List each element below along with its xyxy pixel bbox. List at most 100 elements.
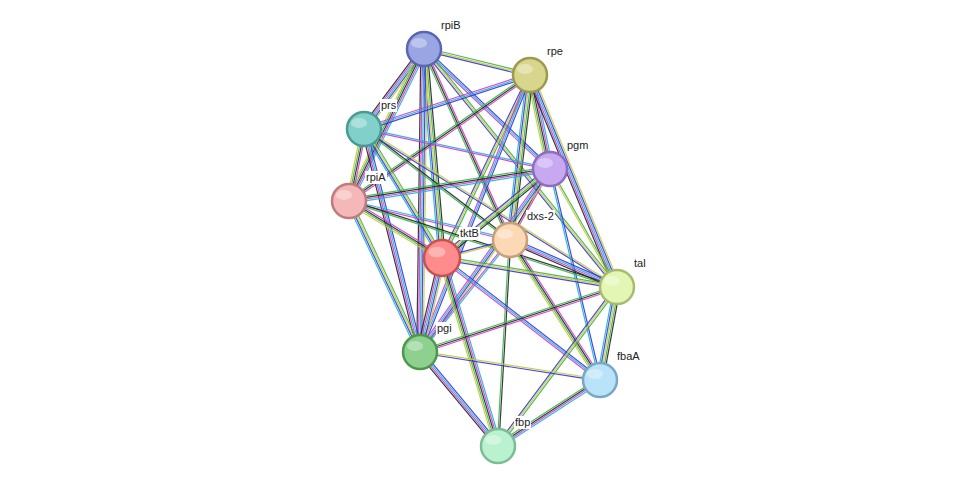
- node-highlight: [351, 118, 367, 128]
- evidence-channel: [439, 54, 514, 72]
- protein-node: rpiB: [406, 31, 442, 67]
- node-circle: [481, 429, 515, 463]
- evidence-channel: [459, 261, 601, 285]
- evidence-channel: [603, 303, 614, 365]
- node-label: pgm: [566, 139, 589, 152]
- node-circle-svg: [532, 151, 568, 187]
- evidence-channel: [425, 65, 440, 241]
- interaction-edge: [533, 89, 614, 274]
- node-label: fbp: [514, 416, 531, 429]
- node-label: tal: [633, 257, 647, 270]
- evidence-channel: [365, 171, 534, 198]
- evidence-channel: [440, 53, 515, 71]
- interaction-edge: [354, 214, 416, 338]
- evidence-channel: [364, 205, 602, 281]
- evidence-channel: [351, 145, 359, 186]
- evidence-channel: [459, 259, 601, 283]
- node-circle-svg: [492, 222, 528, 258]
- node-circle: [424, 240, 460, 276]
- interaction-edge: [433, 60, 608, 275]
- evidence-channel: [358, 214, 415, 336]
- node-highlight: [336, 190, 352, 200]
- evidence-channel: [426, 90, 524, 337]
- node-circle-svg: [423, 239, 461, 277]
- node-circle: [600, 270, 634, 304]
- evidence-channel: [519, 253, 592, 366]
- protein-node: pgm: [532, 151, 568, 187]
- node-highlight: [537, 158, 553, 168]
- interaction-edge: [428, 363, 489, 435]
- evidence-channel: [421, 274, 435, 336]
- evidence-channel: [431, 364, 489, 433]
- protein-node: fbp: [480, 428, 516, 464]
- node-circle: [332, 184, 366, 218]
- evidence-channel: [459, 262, 601, 286]
- protein-node: fbaA: [582, 362, 618, 398]
- evidence-channel: [365, 174, 534, 201]
- node-circle-svg: [406, 31, 442, 67]
- evidence-channel: [364, 207, 429, 247]
- interaction-edge: [439, 51, 515, 72]
- evidence-channel: [354, 217, 411, 339]
- node-circle: [403, 335, 437, 369]
- node-circle: [513, 58, 547, 92]
- interaction-edge: [459, 259, 602, 286]
- evidence-channel: [355, 216, 412, 338]
- node-circle: [347, 112, 381, 146]
- evidence-channel: [357, 215, 414, 337]
- node-highlight: [428, 247, 445, 258]
- evidence-channel: [364, 207, 602, 283]
- node-highlight: [587, 369, 603, 379]
- evidence-channel: [417, 65, 421, 336]
- evidence-channel: [436, 354, 584, 377]
- evidence-channel: [513, 391, 588, 440]
- evidence-channel: [458, 243, 494, 253]
- interaction-edge: [364, 169, 534, 201]
- evidence-channel: [459, 245, 495, 255]
- node-label: pgi: [436, 322, 453, 335]
- evidence-channel: [377, 138, 498, 230]
- evidence-channel: [447, 274, 494, 430]
- evidence-channel: [500, 256, 510, 430]
- evidence-channel: [450, 273, 497, 429]
- protein-node: dxs-2: [492, 222, 528, 258]
- evidence-channel: [430, 365, 488, 434]
- evidence-channel: [448, 274, 495, 430]
- node-circle-svg: [582, 362, 618, 398]
- evidence-channel: [512, 389, 587, 438]
- node-highlight: [517, 64, 533, 74]
- interaction-edge: [510, 387, 588, 440]
- evidence-channel: [511, 388, 586, 437]
- evidence-channel: [365, 172, 534, 199]
- interaction-edge: [371, 60, 417, 118]
- evidence-channel: [498, 256, 508, 430]
- evidence-channel: [422, 274, 436, 336]
- node-highlight: [604, 276, 620, 286]
- interaction-edge: [458, 243, 495, 254]
- node-label: fbaA: [616, 350, 641, 363]
- protein-node: tal: [599, 269, 635, 305]
- node-label: rpiB: [440, 19, 462, 32]
- interaction-edge: [498, 256, 510, 430]
- node-label: tktB: [459, 227, 480, 240]
- node-highlight: [485, 435, 501, 445]
- evidence-channel: [433, 62, 606, 275]
- node-label: prs: [380, 99, 397, 112]
- interaction-edge: [417, 65, 427, 336]
- interaction-edge: [350, 144, 363, 186]
- evidence-channel: [435, 290, 602, 345]
- evidence-channel: [428, 366, 486, 435]
- evidence-channel: [559, 183, 610, 273]
- evidence-channel: [432, 363, 490, 432]
- interaction-edge: [366, 144, 419, 337]
- evidence-channel: [379, 133, 534, 166]
- node-circle-svg: [480, 428, 516, 464]
- node-circle: [583, 363, 617, 397]
- evidence-channel: [510, 387, 585, 436]
- protein-node: rpe: [512, 57, 548, 93]
- node-circle: [493, 223, 527, 257]
- interaction-edge: [379, 132, 534, 167]
- node-circle: [533, 152, 567, 186]
- node-highlight: [497, 229, 513, 239]
